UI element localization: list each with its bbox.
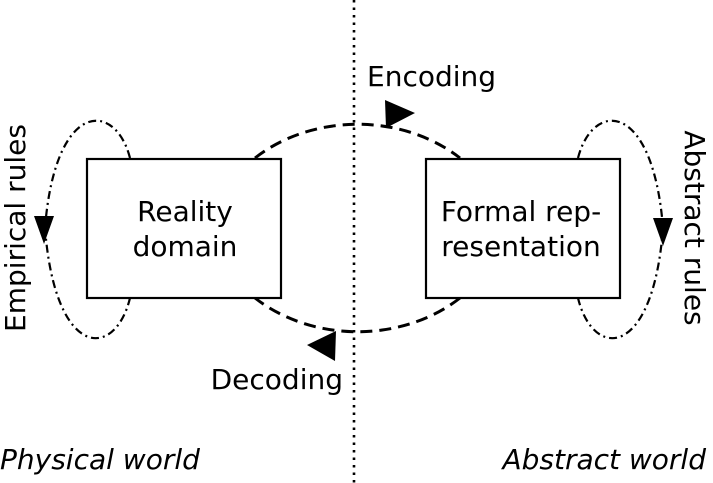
abstract-rules-arrowhead (653, 218, 673, 246)
formal-representation-box (424, 157, 622, 300)
empirical-rules-label: Empirical rules (0, 124, 32, 332)
physical-world-label: Physical world (0, 443, 200, 476)
encoding-arc (254, 122, 461, 160)
reality-box-line1: Reality (137, 195, 233, 228)
reality-box-line2: domain (133, 230, 238, 263)
encoding-arrowhead (385, 100, 415, 128)
empirical-rules-arrowhead (34, 216, 54, 244)
formal-box-line2: resentation (441, 230, 600, 263)
decoding-arrowhead (307, 331, 336, 361)
decoding-label: Decoding (211, 363, 343, 396)
abstract-rules-label: Abstract rules (678, 130, 711, 325)
abstract-world-label: Abstract world (500, 443, 706, 476)
decoding-arc (254, 296, 461, 334)
formal-box-line1: Formal rep- (441, 195, 601, 228)
reality-domain-box (85, 157, 283, 300)
encoding-label: Encoding (367, 60, 496, 93)
